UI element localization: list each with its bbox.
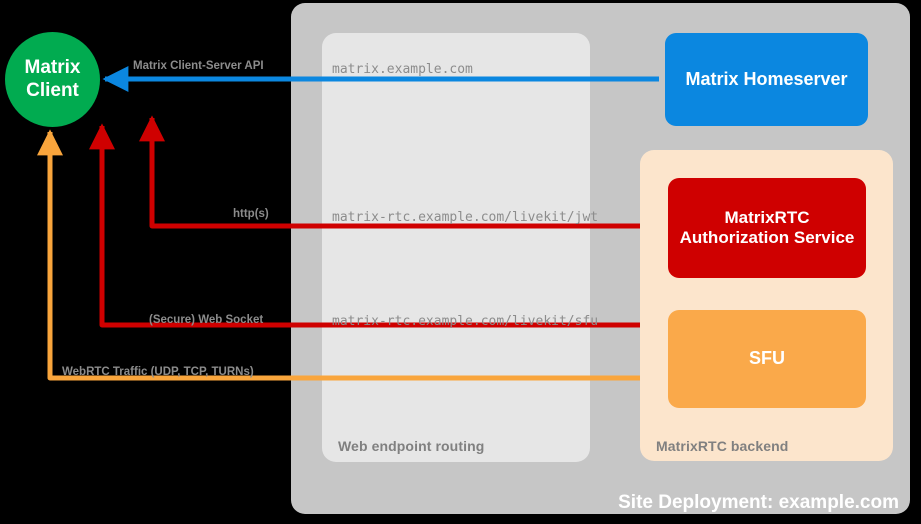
edge-label-webrtc: WebRTC Traffic (UDP, TCP, TURNs): [62, 366, 254, 378]
edge-label-client-server-api: Matrix Client-Server API: [133, 60, 264, 72]
node-matrixrtc-authorization-service[interactable]: MatrixRTC Authorization Service: [668, 178, 866, 278]
node-matrix-homeserver-label: Matrix Homeserver: [685, 68, 848, 89]
web-endpoint-routing-panel: [322, 33, 590, 462]
endpoint-matrix-example-com: matrix.example.com: [332, 62, 473, 77]
site-deployment-label: Site Deployment: example.com: [618, 492, 899, 513]
web-endpoint-routing-label: Web endpoint routing: [338, 438, 485, 454]
node-sfu-label: SFU: [749, 348, 785, 369]
node-matrix-homeserver[interactable]: Matrix Homeserver: [665, 33, 868, 126]
edge-label-https: http(s): [233, 208, 269, 220]
node-matrixrtc-authorization-service-label: MatrixRTC Authorization Service: [679, 207, 855, 247]
endpoint-livekit-sfu: matrix-rtc.example.com/livekit/sfu: [332, 314, 599, 329]
node-matrix-client[interactable]: Matrix Client: [5, 32, 100, 127]
node-sfu[interactable]: SFU: [668, 310, 866, 408]
endpoint-livekit-jwt: matrix-rtc.example.com/livekit/jwt: [332, 210, 599, 225]
node-matrix-client-label: Matrix Client: [24, 57, 81, 101]
matrixrtc-backend-label: MatrixRTC backend: [656, 438, 789, 454]
edge-label-websocket: (Secure) Web Socket: [149, 314, 264, 326]
